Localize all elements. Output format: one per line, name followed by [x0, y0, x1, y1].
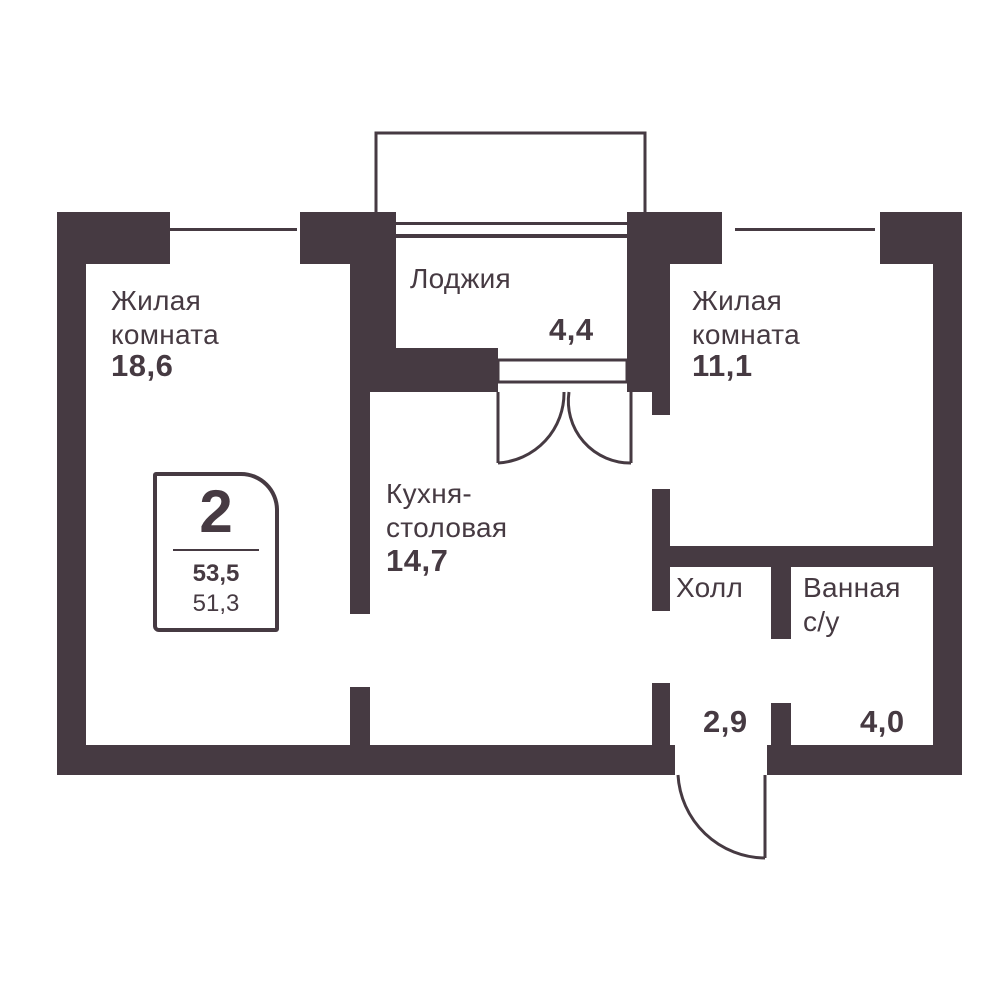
wall-room2-bottom — [652, 546, 933, 567]
living-area: 51,3 — [192, 590, 240, 617]
loggia-door-arc-right — [566, 391, 632, 465]
wall-left-room-right-low — [350, 687, 370, 745]
hall-area: 2,9 — [703, 704, 748, 739]
living-room-2-area: 11,1 — [692, 348, 753, 383]
loggia-door-arc-left — [497, 391, 566, 465]
outer-wall-bottom-right — [767, 745, 962, 775]
total-area: 53,5 — [192, 560, 240, 587]
bathroom-name: Ванная с/у — [803, 572, 901, 637]
apartment-summary-badge: 2 53,5 51,3 — [153, 472, 279, 632]
living-room-2-name: Жилая комната — [692, 285, 800, 350]
wall-hall-bath-lower — [771, 703, 791, 745]
outer-wall-right — [933, 212, 962, 775]
loggia-frame — [374, 131, 647, 212]
window-loggia-line-1 — [396, 222, 627, 225]
living-room-1-area: 18,6 — [111, 348, 174, 383]
bathroom-area: 4,0 — [860, 704, 905, 739]
living-room-1-name: Жилая комната — [111, 285, 219, 350]
loggia-door-frame — [496, 358, 629, 384]
rooms-count: 2 — [199, 478, 233, 545]
badge-divider — [173, 549, 259, 551]
loggia-name: Лоджия — [410, 263, 512, 294]
loggia-bottom-wall — [350, 348, 498, 392]
wall-left-room-right-mid — [350, 392, 370, 614]
outer-wall-bottom-left — [57, 745, 675, 775]
outer-wall-left — [57, 212, 86, 775]
entrance-door-arc — [676, 774, 766, 860]
kitchen-area: 14,7 — [386, 543, 449, 578]
wall-hall-bath-upper — [771, 567, 791, 639]
window-right — [735, 228, 875, 231]
window-left — [145, 228, 297, 231]
wall-kitchen-hall-lower — [652, 683, 670, 745]
hall-name: Холл — [676, 572, 744, 603]
window-loggia-line-2 — [396, 234, 627, 238]
wall-kitchen-right-stub — [652, 212, 670, 415]
loggia-area: 4,4 — [549, 312, 594, 347]
kitchen-name: Кухня- столовая — [386, 478, 508, 543]
